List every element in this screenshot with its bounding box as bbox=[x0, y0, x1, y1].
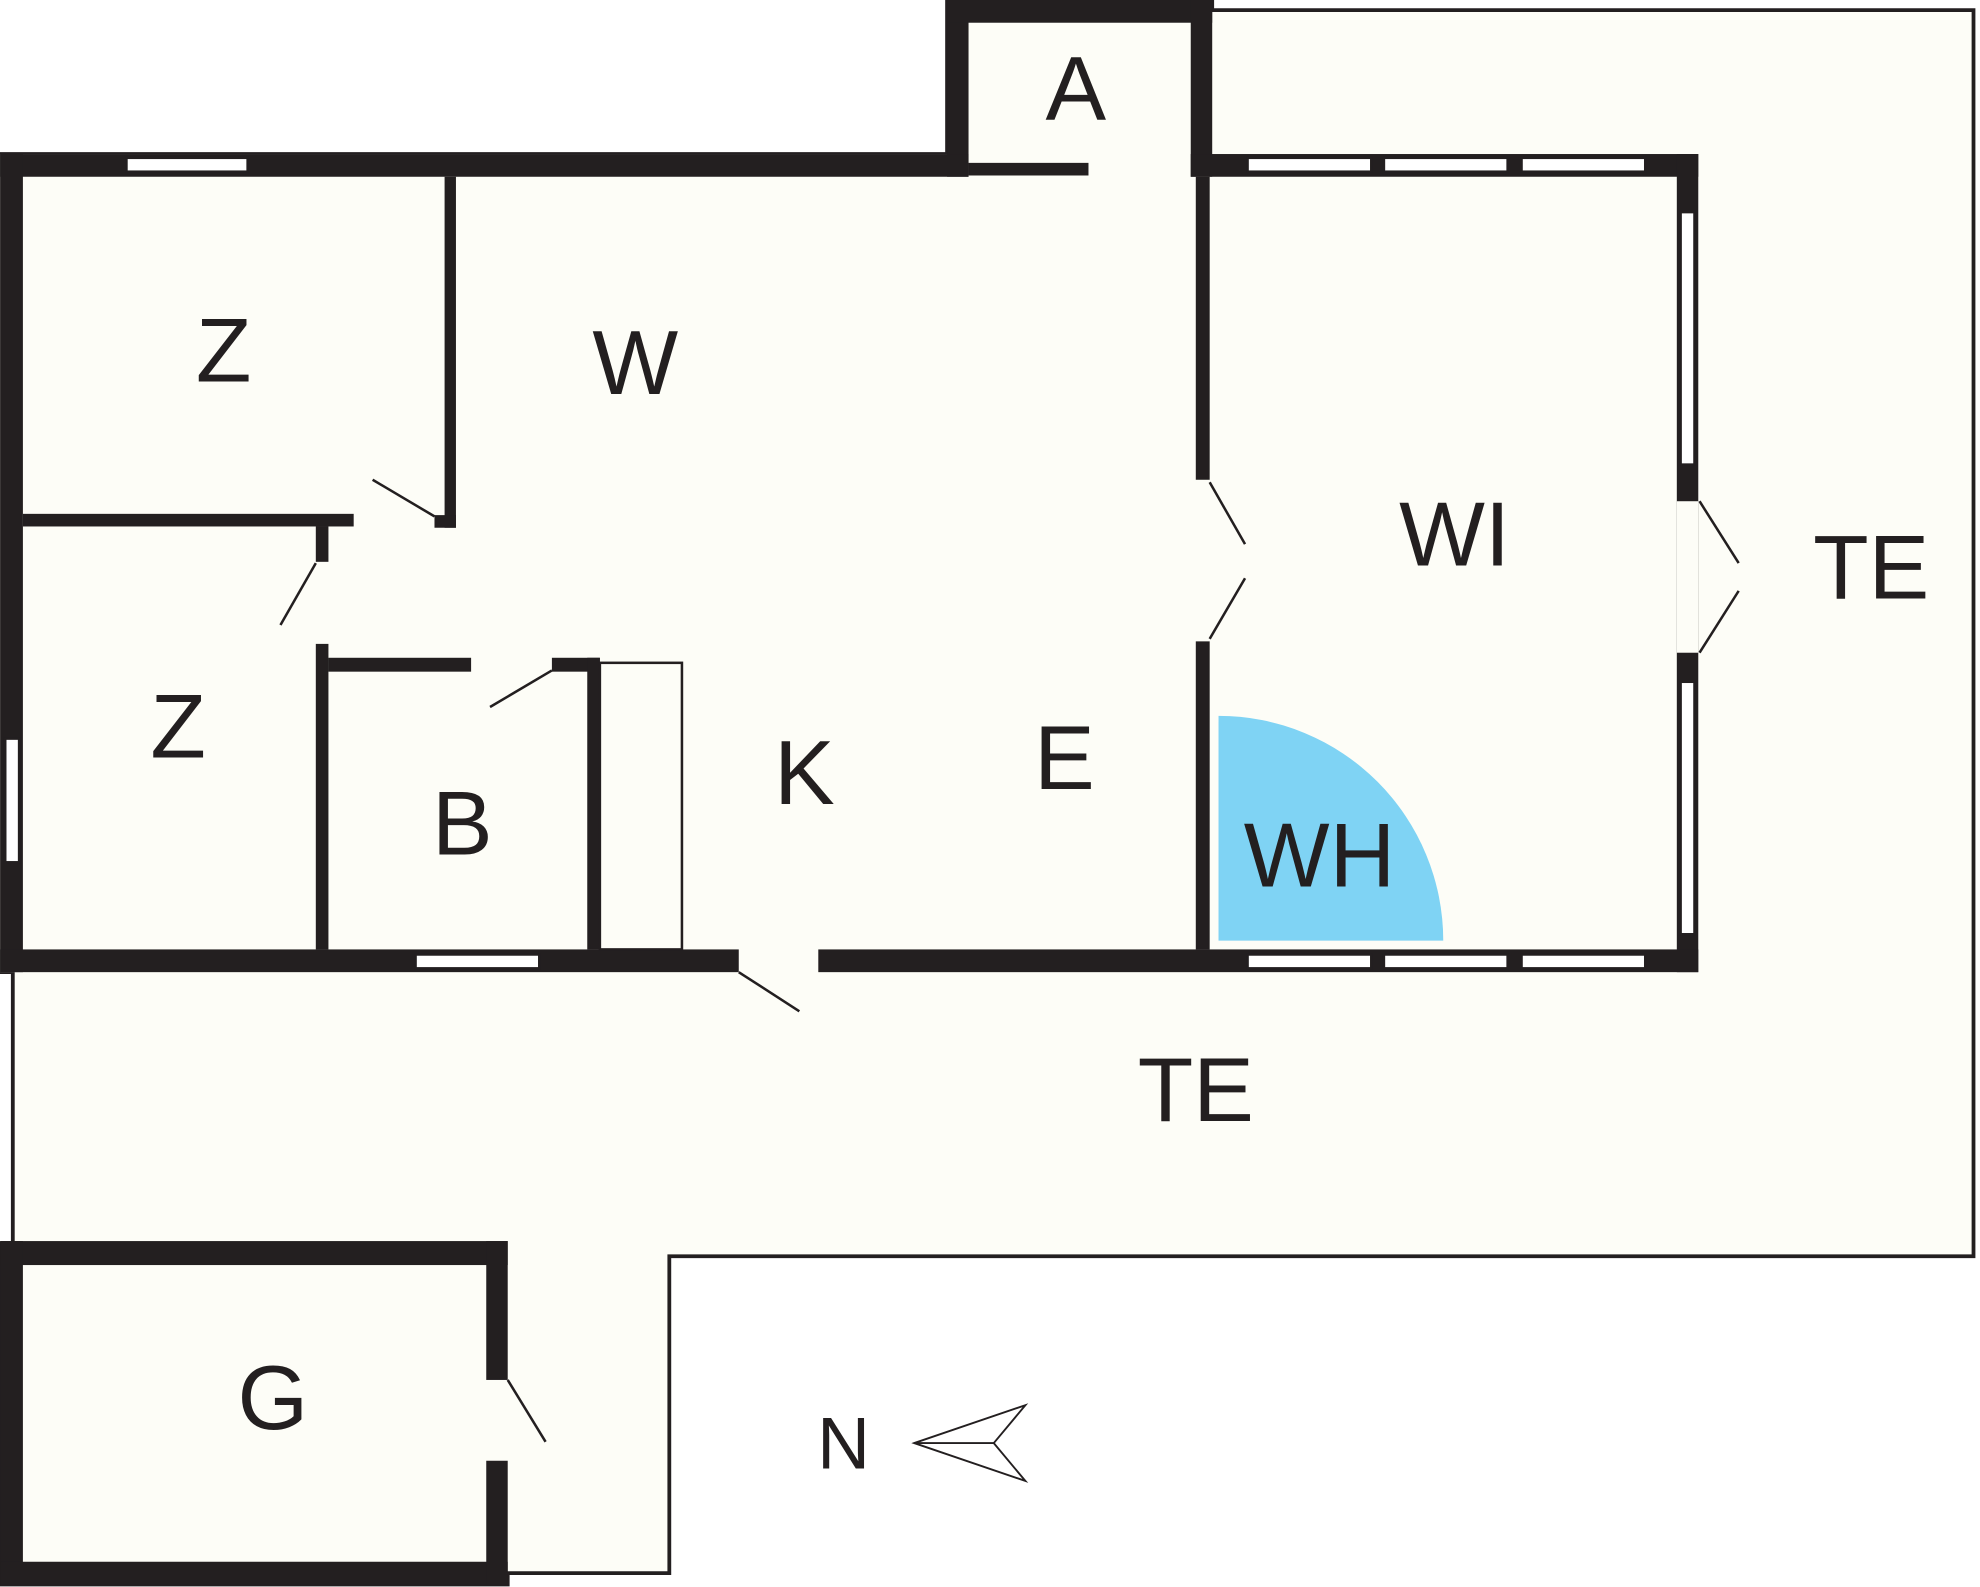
room-label-bathroom: B bbox=[432, 774, 493, 875]
room-label-entrance: A bbox=[1046, 39, 1107, 140]
room-label-garage: G bbox=[238, 1348, 309, 1449]
room-label-wellness: WI bbox=[1399, 485, 1510, 586]
hot-tub bbox=[1218, 715, 1444, 941]
room-label-dining: E bbox=[1034, 708, 1095, 809]
north-arrow-icon bbox=[911, 1403, 1029, 1483]
room-label-bedroom-1: Z bbox=[196, 300, 252, 401]
room-label-kitchen: K bbox=[774, 723, 835, 824]
compass-label: N bbox=[817, 1402, 870, 1484]
room-label-terrace-south: TE bbox=[1138, 1040, 1254, 1141]
room-label-hot-tub: WH bbox=[1244, 805, 1395, 906]
room-label-bedroom-2: Z bbox=[150, 677, 206, 778]
room-label-living: W bbox=[592, 313, 678, 414]
room-label-terrace-east: TE bbox=[1813, 517, 1929, 618]
